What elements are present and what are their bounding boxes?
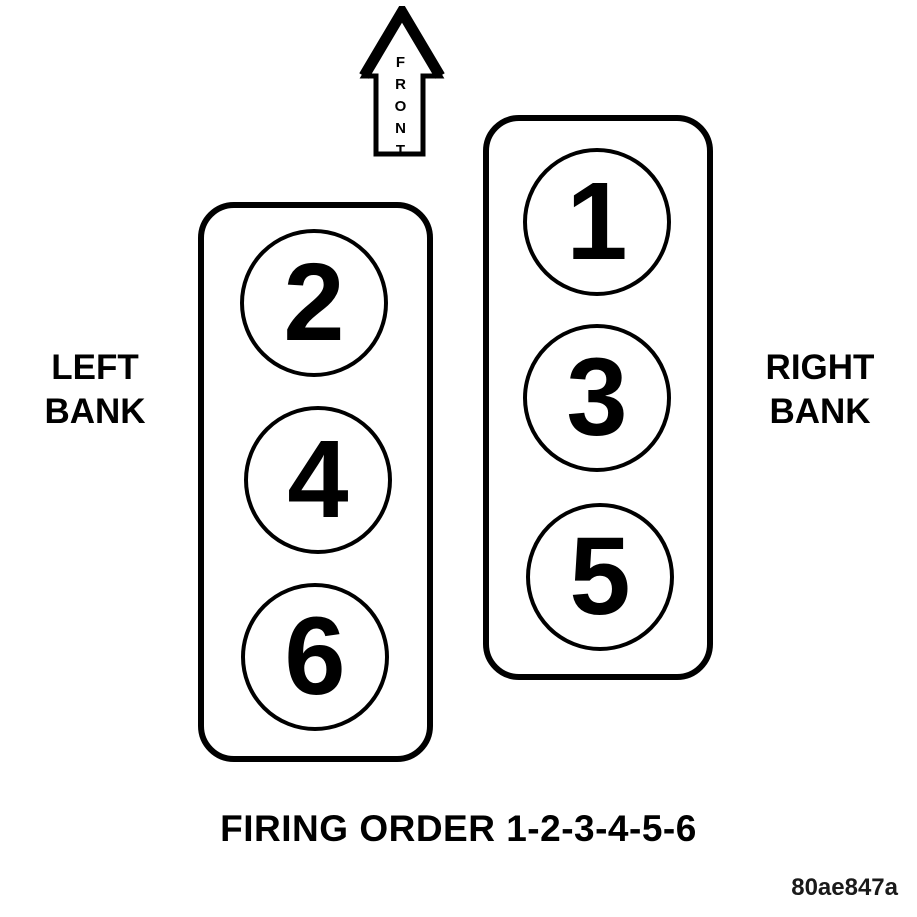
front-arrow [355, 1, 450, 158]
up-arrow-icon [359, 1, 445, 157]
right-bank-label: RIGHT BANK [740, 346, 900, 434]
left-bank-label-line2: BANK [44, 392, 146, 431]
cylinder-6: 6 [241, 583, 389, 731]
firing-order-caption: FIRING ORDER 1-2-3-4-5-6 [220, 808, 697, 849]
cylinder-2: 2 [240, 229, 388, 377]
left-bank-label-line1: LEFT [51, 348, 139, 387]
front-arrow-label: FRONT [392, 54, 409, 164]
cylinder-1: 1 [523, 148, 671, 296]
figure-code: 80ae847a [791, 874, 898, 901]
right-bank-label-line2: BANK [769, 392, 871, 431]
cylinder-4: 4 [244, 406, 392, 554]
cylinder-5: 5 [526, 503, 674, 651]
left-bank-label: LEFT BANK [20, 346, 170, 434]
cylinder-3: 3 [523, 324, 671, 472]
right-bank-label-line1: RIGHT [765, 348, 875, 387]
